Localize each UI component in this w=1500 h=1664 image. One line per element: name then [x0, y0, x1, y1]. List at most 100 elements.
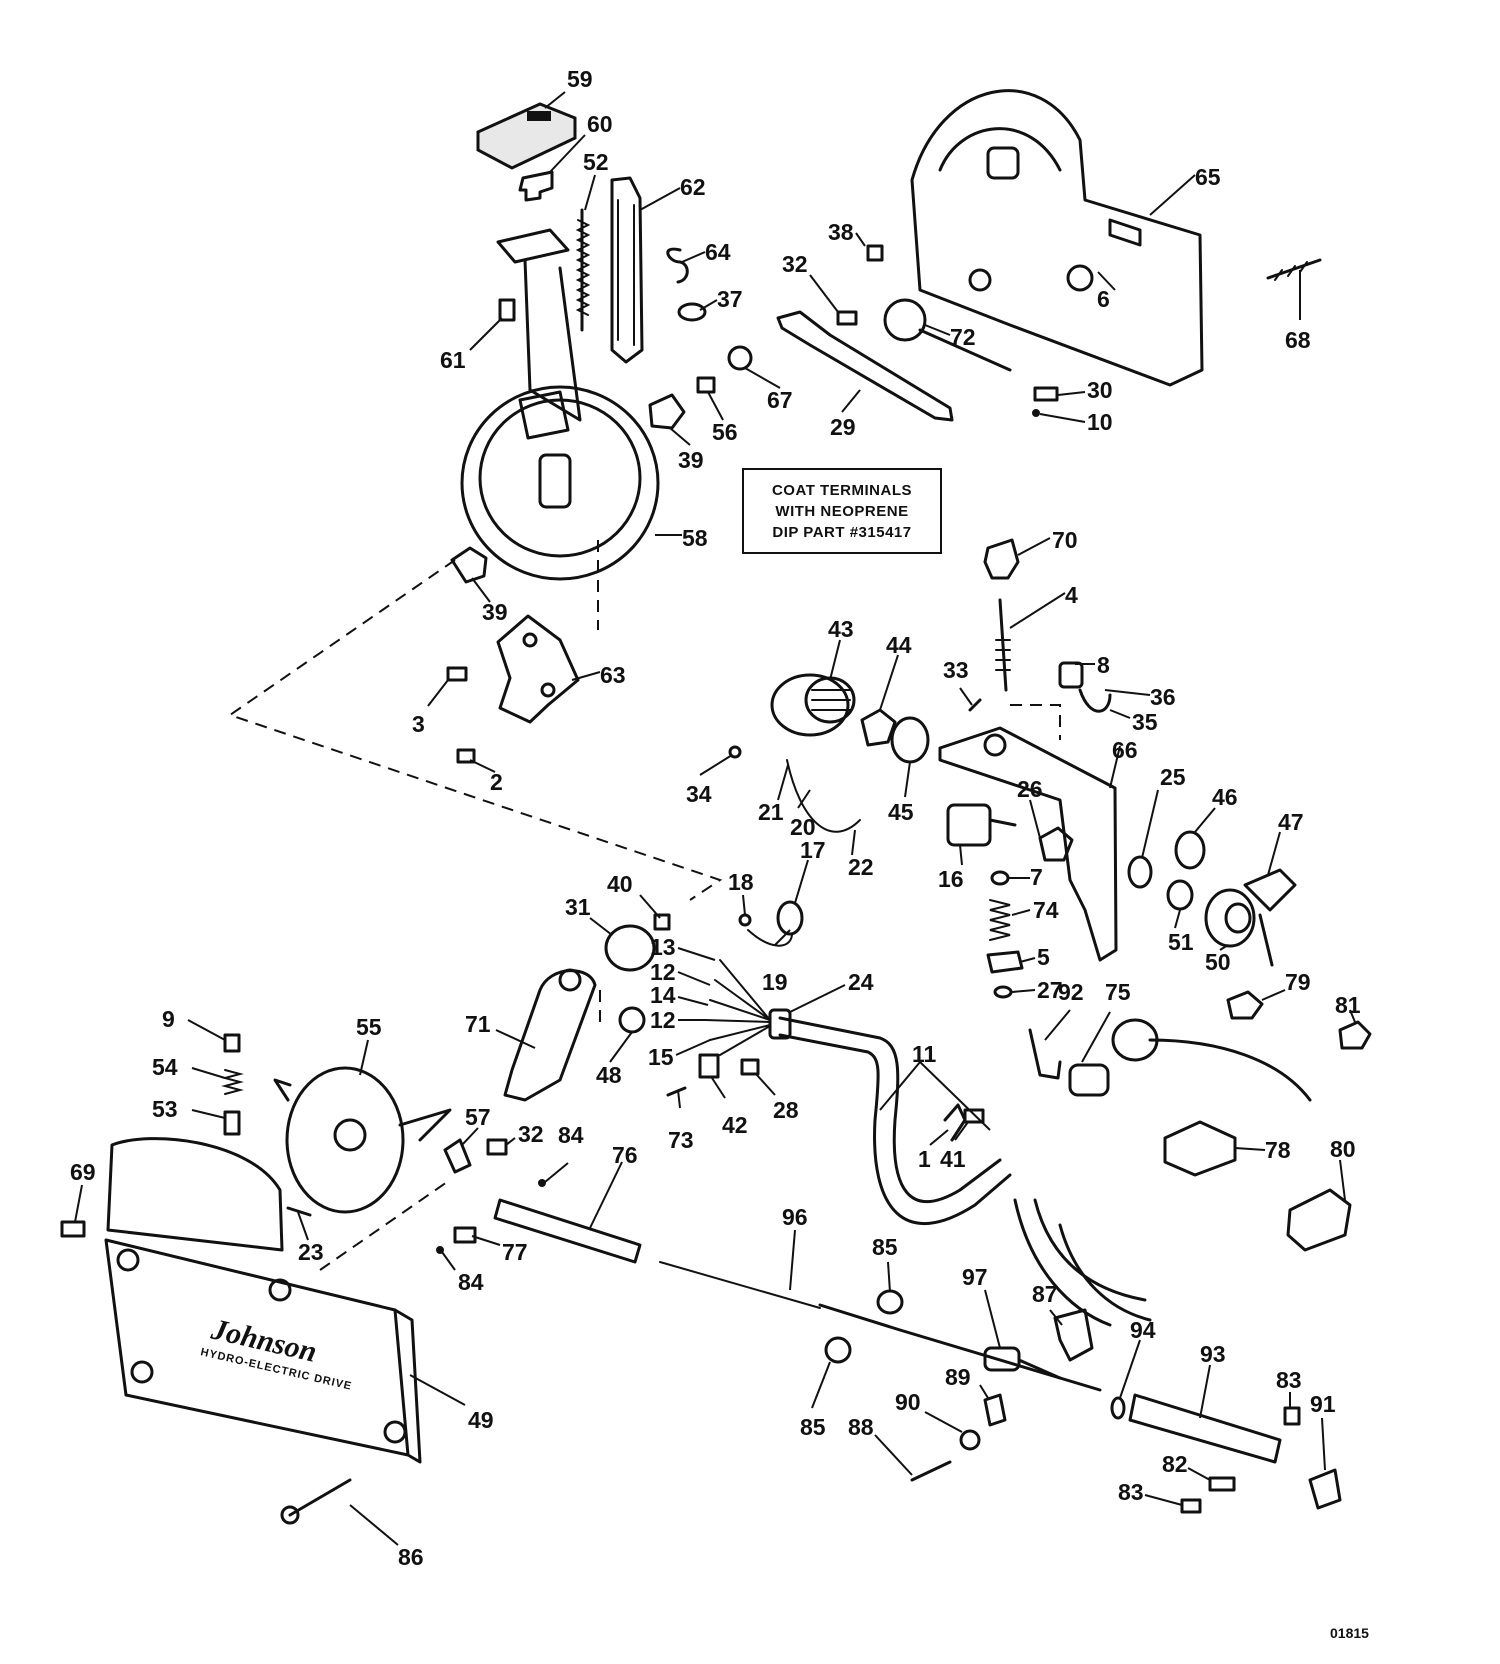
callout: 12 — [650, 1007, 676, 1033]
callout: 9 — [162, 1006, 175, 1032]
part-66-bracket — [938, 726, 1118, 962]
part-4-shaft — [995, 598, 1011, 692]
part-53-pin — [223, 1110, 241, 1136]
instruction-note: COAT TERMINALS WITH NEOPRENE DIP PART #3… — [742, 468, 942, 554]
callout: 73 — [668, 1127, 694, 1153]
part-72-cam — [883, 298, 1012, 372]
callout: 51 — [1168, 929, 1194, 955]
callout: 15 — [648, 1044, 674, 1070]
callout: 72 — [950, 324, 976, 350]
part-87-block — [1053, 1308, 1094, 1362]
callout: 38 — [828, 219, 854, 245]
part-42-clip — [698, 1053, 720, 1079]
callout: 28 — [773, 1097, 799, 1123]
part-48-bushing — [618, 1006, 646, 1034]
note-line-2: WITH NEOPRENE — [775, 502, 909, 520]
leader-lines — [74, 91, 1356, 1546]
part-84-ball-upper — [538, 1179, 546, 1187]
callout: 50 — [1205, 949, 1231, 975]
part-34-screw — [728, 745, 742, 759]
part-5-clip — [986, 950, 1024, 974]
callout: 78 — [1265, 1137, 1291, 1163]
part-65-housing — [910, 89, 1204, 387]
callout: 63 — [600, 662, 626, 688]
callout: 77 — [502, 1239, 528, 1265]
part-52-spring — [575, 208, 591, 332]
part-50-lock — [1204, 888, 1256, 948]
callout: 62 — [680, 174, 706, 200]
callout: 84 — [558, 1122, 584, 1148]
part-56-screw — [696, 376, 716, 394]
callout: 4 — [1065, 582, 1078, 608]
callout: 29 — [830, 414, 856, 440]
callout: 10 — [1087, 409, 1113, 435]
part-71-lever — [503, 968, 597, 1102]
drawing-number: 01815 — [1330, 1625, 1369, 1641]
part-73-screw — [666, 1086, 687, 1097]
part-30-pin — [1033, 386, 1059, 402]
callout: 70 — [1052, 527, 1078, 553]
part-59-handle-grip — [476, 102, 577, 170]
callout: 91 — [1310, 1391, 1336, 1417]
part-28-screw — [740, 1058, 760, 1076]
part-55-detent-plate — [273, 1066, 452, 1214]
callout: 66 — [1112, 737, 1138, 763]
callout: 39 — [678, 447, 704, 473]
callout: 32 — [518, 1121, 544, 1147]
callout: 5 — [1037, 944, 1050, 970]
part-49-cover: Johnson HYDRO-ELECTRIC DRIVE — [104, 1137, 422, 1464]
part-93-tube — [1128, 1393, 1282, 1464]
callout: 92 — [1058, 979, 1084, 1005]
part-62-lever — [610, 176, 644, 364]
callout: 24 — [848, 969, 874, 995]
part-89-clip — [983, 1393, 1007, 1427]
callout: 84 — [458, 1269, 484, 1295]
part-97-fitting — [983, 1346, 1062, 1380]
part-83-screw-upper — [1283, 1406, 1301, 1426]
part-77-pin — [453, 1226, 477, 1244]
part-7-washer — [990, 870, 1010, 886]
callout: 34 — [686, 781, 712, 807]
part-battery-cable-3 — [1013, 1198, 1112, 1327]
callout: 67 — [767, 387, 793, 413]
callout: 81 — [1335, 992, 1361, 1018]
callout: 94 — [1130, 1317, 1156, 1343]
part-90-washer — [959, 1429, 981, 1451]
part-10-ball — [1032, 409, 1040, 417]
part-29-lever — [776, 310, 954, 422]
part-32-screw-lower — [486, 1138, 508, 1156]
callout: 30 — [1087, 377, 1113, 403]
part-43-switch — [770, 673, 856, 737]
part-86-screw — [280, 1478, 352, 1525]
part-85-bushing-upper — [876, 1289, 904, 1315]
part-74-spring — [989, 899, 1011, 941]
callout: 75 — [1105, 979, 1131, 1005]
callout: 65 — [1195, 164, 1221, 190]
part-84-ball-lower — [436, 1246, 444, 1254]
part-9-clip — [223, 1033, 241, 1053]
part-61-screw — [498, 298, 516, 322]
callout: 6 — [1097, 286, 1110, 312]
part-69-pin — [60, 1220, 86, 1238]
callout: 7 — [1030, 864, 1043, 890]
callout: 59 — [567, 66, 593, 92]
callout: 96 — [782, 1204, 808, 1230]
callout: 44 — [886, 632, 912, 658]
part-64-spring-clip — [666, 247, 689, 284]
callout: 2 — [490, 769, 503, 795]
part-79-nut — [1226, 990, 1264, 1020]
callout: 32 — [782, 251, 808, 277]
part-cable-right — [1148, 1038, 1312, 1102]
callout: 39 — [482, 599, 508, 625]
callout: 26 — [1017, 776, 1043, 802]
callout: 47 — [1278, 809, 1304, 835]
callout: 80 — [1330, 1136, 1356, 1162]
assembly-line-cover — [319, 1179, 451, 1271]
callout: 3 — [412, 711, 425, 737]
callout: 57 — [465, 1104, 491, 1130]
part-45-washer — [890, 716, 930, 764]
part-80-clamp — [1286, 1188, 1352, 1252]
part-51-nut — [1166, 879, 1194, 911]
callout: 71 — [465, 1011, 491, 1037]
